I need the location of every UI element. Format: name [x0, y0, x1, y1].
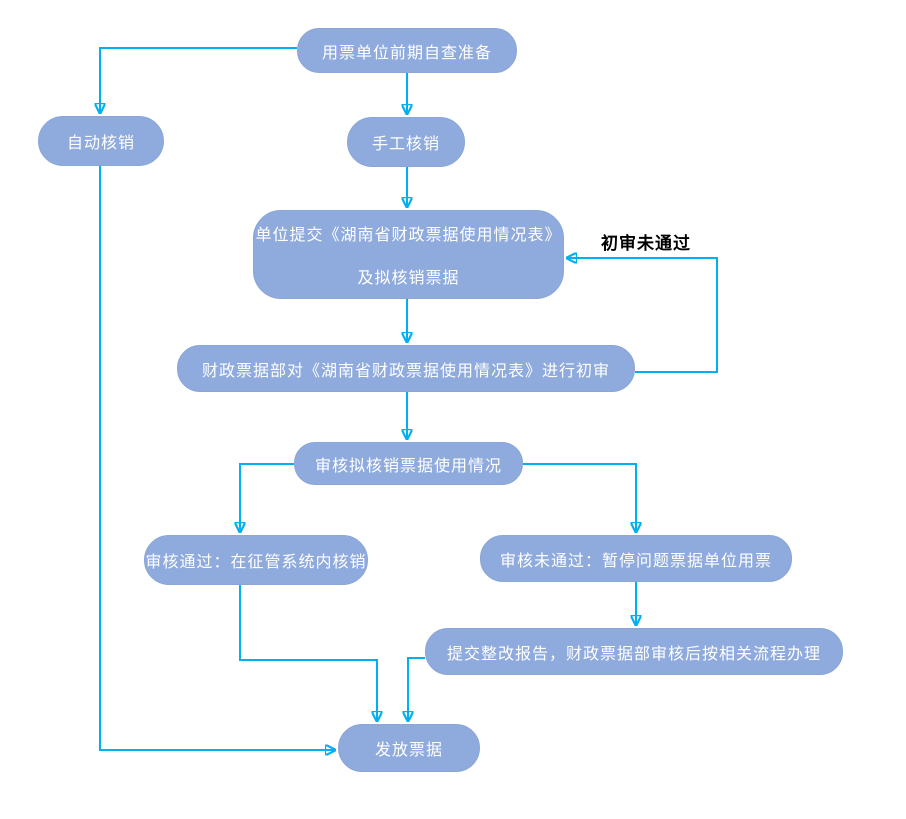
node-auto-writeoff-label: 自动核销: [66, 133, 135, 152]
node-review-pass: 审核通过：在征管系统内核销: [144, 535, 368, 585]
node-manual-writeoff-label: 手工核销: [371, 134, 440, 153]
node-rectification-report: 提交整改报告，财政票据部审核后按相关流程办理: [425, 628, 843, 675]
node-submit-form-label-line1: 单位提交《湖南省财政票据使用情况表》: [255, 225, 562, 244]
connector-initial-fail-feedback: [567, 258, 718, 373]
node-issue-tickets-label: 发放票据: [374, 740, 443, 759]
node-self-check-label: 用票单位前期自查准备: [321, 42, 492, 62]
node-review-fail-label: 审核未通过：暂停问题票据单位用票: [499, 550, 772, 570]
connector-usage-to-pass: [240, 463, 294, 532]
connector-usage-to-fail: [523, 463, 636, 532]
connector-pass-to-issue: [239, 585, 377, 721]
node-review-usage: 审核拟核销票据使用情况: [294, 442, 523, 485]
connector-auto-to-issue: [99, 166, 335, 750]
edge-label-initial-review-fail: 初审未通过: [601, 234, 691, 254]
connector-selfcheck-to-auto: [100, 47, 297, 113]
node-submit-form: 单位提交《湖南省财政票据使用情况表》 及拟核销票据: [253, 210, 564, 299]
node-review-usage-label: 审核拟核销票据使用情况: [314, 455, 502, 475]
node-initial-review: 财政票据部对《湖南省财政票据使用情况表》进行初审: [177, 345, 635, 392]
node-issue-tickets: 发放票据: [338, 724, 480, 772]
node-auto-writeoff: 自动核销: [38, 116, 164, 166]
node-self-check: 用票单位前期自查准备: [297, 28, 517, 73]
node-initial-review-label: 财政票据部对《湖南省财政票据使用情况表》进行初审: [201, 360, 610, 380]
node-review-pass-label: 审核通过：在征管系统内核销: [145, 552, 367, 571]
node-rectification-report-label: 提交整改报告，财政票据部审核后按相关流程办理: [446, 643, 821, 663]
node-submit-form-label-line2: 及拟核销票据: [357, 268, 460, 287]
node-manual-writeoff: 手工核销: [347, 117, 465, 167]
connector-rect-to-issue: [408, 657, 425, 721]
node-review-fail: 审核未通过：暂停问题票据单位用票: [480, 535, 792, 582]
